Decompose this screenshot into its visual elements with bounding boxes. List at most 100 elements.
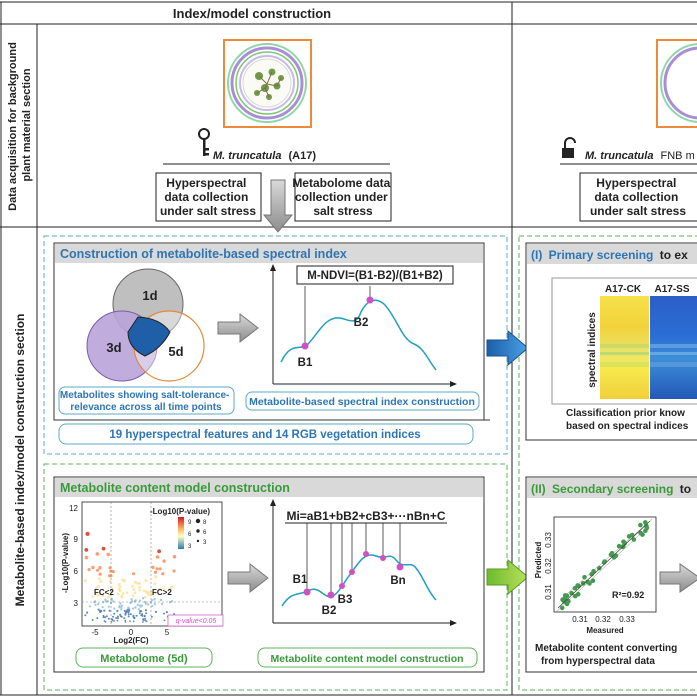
metabolome-box-left: Metabolome data collection under salt st…: [292, 172, 392, 222]
volcano-point: [157, 549, 162, 554]
r-squared: R²=0.92: [612, 590, 644, 600]
volcano-point: [91, 619, 94, 621]
volcano-point: [108, 609, 111, 612]
volcano-point: [170, 585, 174, 589]
scatter-point: [638, 522, 643, 528]
model-b4-point: [349, 569, 355, 575]
scatter-xtick-031: 0.31: [572, 615, 588, 624]
primary-title-rest: to ex: [660, 248, 688, 262]
model-b2-label: B2: [322, 605, 337, 617]
volcano-point: [151, 604, 154, 608]
svg-text:Hyperspectral data colle: Hyperspectral data collection under salt…: [590, 176, 686, 218]
volcano-point: [138, 589, 142, 592]
volcano-point: [162, 588, 166, 592]
volcano-point: [120, 595, 124, 599]
metab-left-line-3: salt stress: [313, 204, 373, 218]
volcano-point: [144, 579, 148, 583]
svg-text:Metabolites showing salt-toler: Metabolites showing salt-tolerance- rele…: [60, 390, 232, 413]
volcano-point: [169, 587, 172, 591]
volcano-point: [119, 613, 122, 616]
volcano-point: [115, 617, 118, 619]
b2-point: [366, 296, 374, 304]
secondary-title-green: Secondary screening: [552, 482, 673, 496]
cbar-tick-6: 6: [188, 532, 192, 538]
row-header-data-acquisition: Data acquisition for background plant ma…: [7, 39, 33, 211]
volcano-point: [118, 585, 122, 589]
volcano-point: [105, 615, 108, 618]
key-icon: [198, 128, 210, 156]
volcano-point: [110, 618, 113, 620]
volcano-point: [106, 596, 110, 599]
scatter-ytick-033: 0.33: [544, 532, 553, 548]
scatter-point: [596, 565, 602, 571]
volcano-point: [145, 612, 148, 615]
volcano-point: [104, 590, 108, 594]
volcano-point: [107, 617, 110, 620]
volcano-point: [98, 572, 102, 576]
model-b1-point: [303, 588, 311, 596]
primary-caption-line-1: Classification prior know: [566, 408, 685, 419]
volcano-point: [121, 592, 125, 595]
volcano-point: [132, 572, 136, 576]
volcano-point: [101, 594, 105, 598]
volcano-point: [173, 613, 175, 615]
svg-text:Hyperspectral data colle: Hyperspectral data collection under salt…: [160, 176, 256, 218]
volcano-point: [104, 616, 107, 619]
volcano-point: [136, 582, 140, 585]
volcano-point: [163, 612, 165, 615]
svg-text:(I) Primary screening: (I) Primary screening to ex: [531, 248, 688, 262]
index-formula: M-NDVI=(B1-B2)/(B1+B2): [307, 270, 443, 282]
volcano-point: [88, 605, 92, 608]
volcano-point: [138, 612, 141, 615]
volcano-ytick-6: 6: [74, 567, 79, 576]
dashed-section-right: [518, 235, 697, 691]
volcano-plot: 12 9 6 3 -5 0 5 Log2(FC) -Log10(P-value)…: [61, 501, 224, 645]
right-arrow-index: [217, 312, 259, 344]
model-b1-label: B1: [293, 574, 308, 586]
volcano-point: [142, 621, 144, 623]
volcano-point: [106, 552, 110, 557]
volcano-point: [137, 608, 140, 611]
volcano-point: [172, 569, 176, 573]
volcano-point: [123, 617, 126, 620]
volcano-point: [158, 567, 162, 571]
hyperspectral-box-right: Hyperspectral data collection under salt…: [579, 172, 697, 222]
volcano-point: [104, 598, 107, 601]
volcano-point: [153, 598, 156, 601]
scatter-point: [638, 530, 643, 536]
volcano-point: [153, 591, 157, 594]
volcano-point: [120, 604, 124, 607]
volcano-point: [155, 555, 160, 559]
volcano-point: [102, 614, 105, 617]
fnb-species: M. truncatula: [585, 150, 653, 162]
volcano-point: [111, 570, 115, 574]
scatter-point: [643, 528, 648, 533]
volcano-point: [138, 599, 142, 602]
volcano-point: [154, 610, 157, 614]
model-b2-point: [327, 591, 335, 599]
metabolome-label: Metabolome (5d): [100, 653, 188, 665]
volcano-point: [138, 585, 142, 589]
volcano-point: [151, 565, 155, 570]
index-curve-caption: Metabolite-based spectral index construc…: [249, 396, 475, 408]
volcano-point: [85, 531, 90, 537]
volcano-point: [129, 620, 131, 623]
volcano-point: [160, 602, 164, 606]
volcano-point: [155, 567, 159, 571]
volcano-point: [129, 613, 132, 616]
a17-species: M. truncatula: [213, 150, 281, 162]
volcano-point: [143, 615, 146, 617]
hyper-left-line-1: Hyperspectral: [166, 176, 246, 190]
volcano-point: [116, 619, 119, 622]
volcano-point: [140, 610, 143, 613]
volcano-point: [97, 602, 100, 606]
volcano-point: [110, 587, 114, 590]
volcano-point: [116, 609, 119, 613]
heatmap-col-a17-ss: A17-SS: [654, 284, 689, 295]
volcano-point: [150, 615, 153, 618]
volcano-xtick-0: 0: [129, 628, 134, 637]
regression-line: [557, 520, 651, 609]
volcano-point: [154, 575, 158, 579]
fc-right-label: FC>2: [152, 588, 172, 597]
